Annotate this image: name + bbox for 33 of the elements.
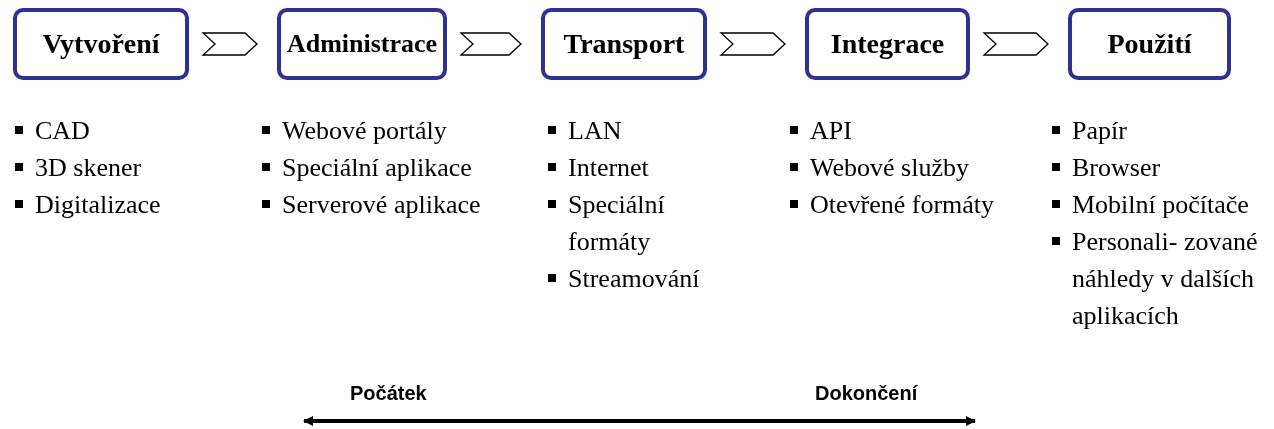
step-title: Vytvoření xyxy=(42,28,160,60)
chevron-arrow xyxy=(982,32,1049,56)
list-item: CAD xyxy=(35,115,91,147)
list-item: Browser xyxy=(1072,152,1162,184)
list-item: Papír xyxy=(1072,115,1128,147)
list-item: Streamování xyxy=(568,263,701,295)
process-box xyxy=(13,8,189,80)
list-item: Personali- zované náhledy v dalších aplikacích xyxy=(1072,226,1259,332)
list-item: Webové portály xyxy=(282,115,448,147)
chevron-arrow xyxy=(201,32,258,56)
list-item: Serverové aplikace xyxy=(282,189,482,221)
list-item: Internet xyxy=(568,152,650,184)
direction-label: Počátek xyxy=(350,382,427,405)
process-box xyxy=(277,8,447,80)
process-box xyxy=(541,8,707,80)
list-item: LAN xyxy=(568,115,623,147)
process-box xyxy=(1068,8,1231,80)
step-title: Transport xyxy=(563,28,685,60)
list-item: API xyxy=(810,115,853,147)
list-item: Digitalizace xyxy=(35,189,162,221)
chevron-arrow xyxy=(459,32,522,56)
step-title: Administrace xyxy=(286,29,438,59)
list-item: Speciální aplikace xyxy=(282,152,473,184)
list-item: 3D skener xyxy=(35,152,143,184)
process-box xyxy=(805,8,970,80)
list-item: Webové služby xyxy=(810,152,970,184)
list-item: Speciální formáty xyxy=(568,189,666,258)
chevron-arrow xyxy=(719,32,786,56)
step-title: Použití xyxy=(1107,28,1192,60)
step-title: Integrace xyxy=(830,28,945,60)
list-item: Mobilní počítače xyxy=(1072,189,1250,221)
list-item: Otevřené formáty xyxy=(810,189,996,221)
direction-label: Dokončení xyxy=(815,382,918,405)
